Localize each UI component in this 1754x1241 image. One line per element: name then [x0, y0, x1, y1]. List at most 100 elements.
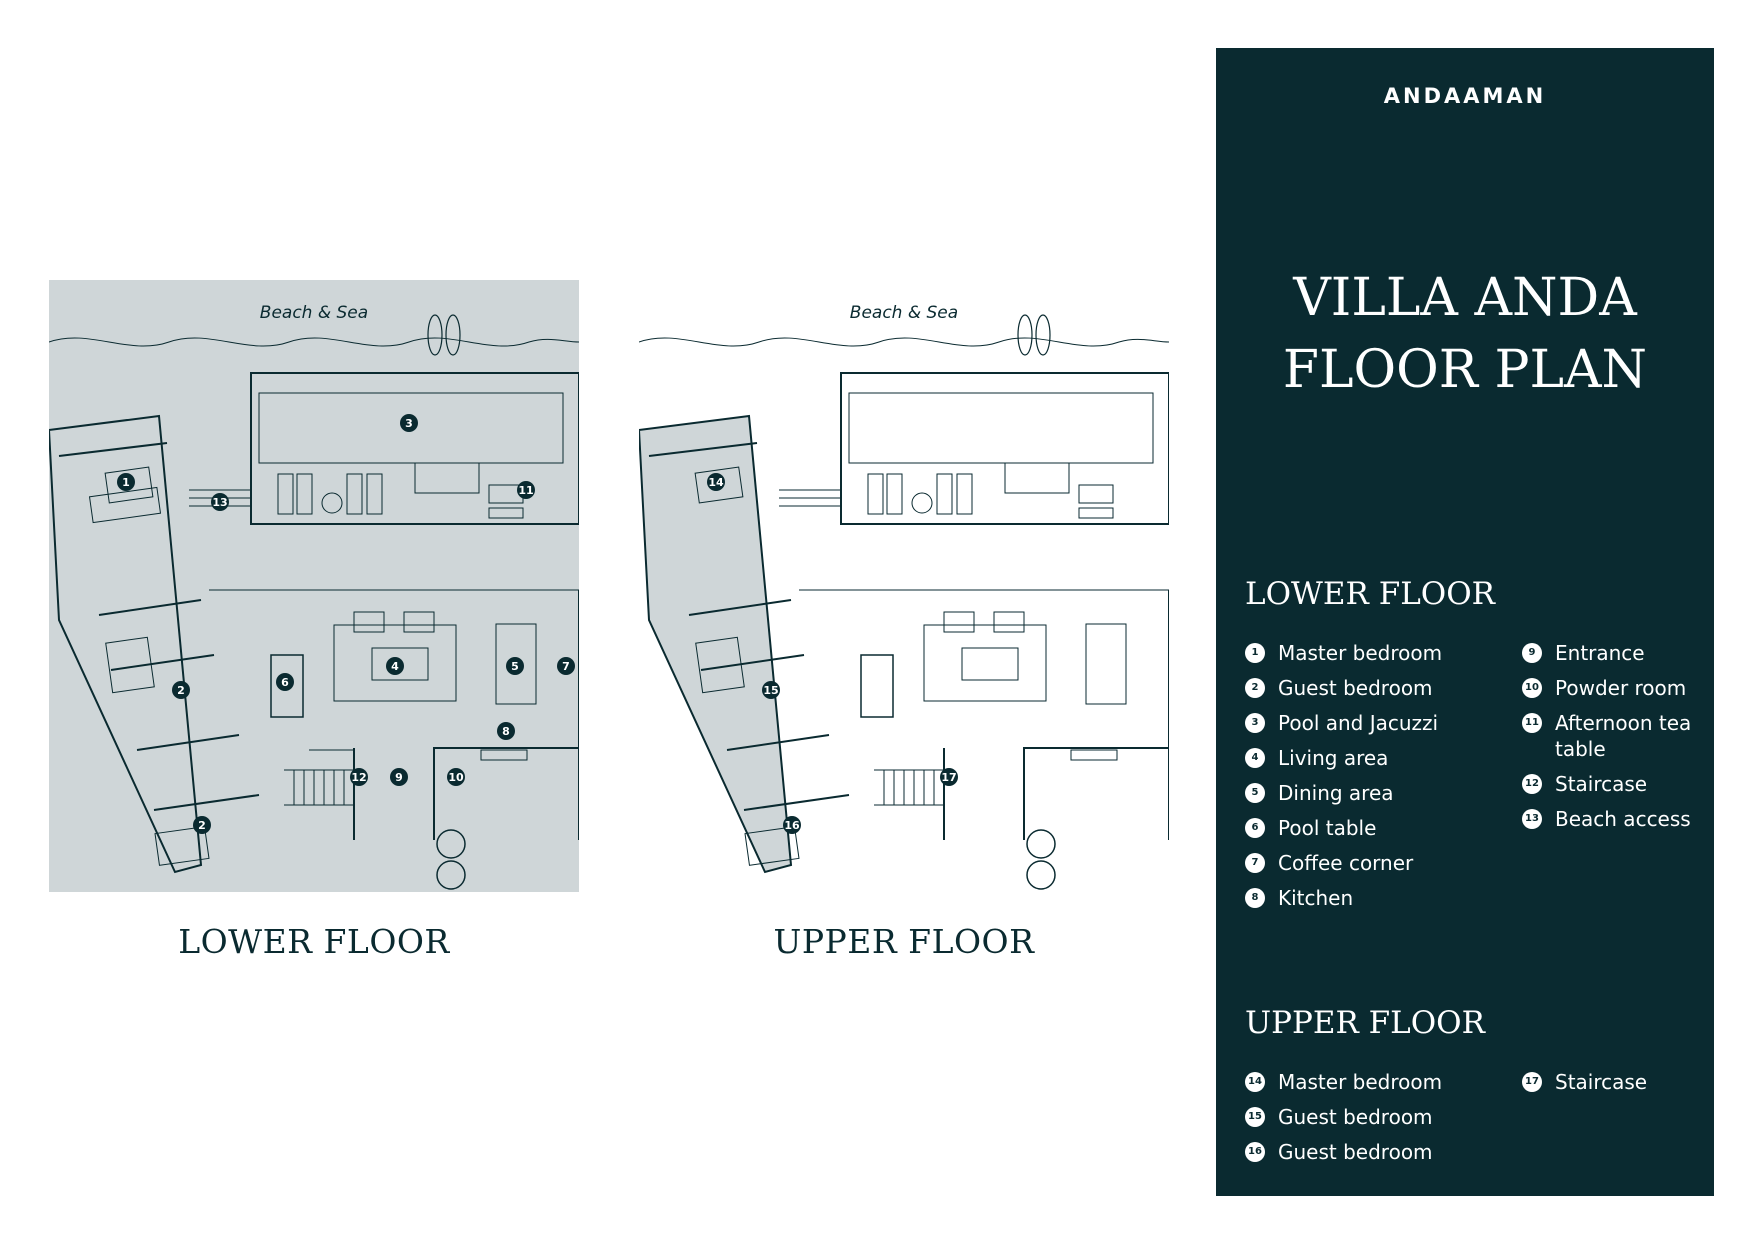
legend-item: 12 Staircase [1522, 771, 1707, 797]
marker-1: 1 [122, 476, 130, 489]
lower-entrance-stone [436, 829, 466, 859]
upper-floor-caption: UPPER FLOOR [773, 922, 1035, 961]
legend-item: 14 Master bedroom [1245, 1069, 1442, 1095]
lower-side-table [321, 492, 343, 514]
lower-kitchen-counter [480, 749, 528, 761]
upper-legend-heading: UPPER FLOOR [1245, 1005, 1485, 1041]
legend-item: 11 Afternoon tea table [1522, 710, 1707, 762]
legend-number-badge: 13 [1522, 809, 1542, 829]
upper-floor-plan-drawing: Beach & Sea [639, 303, 1169, 890]
marker-17: 17 [941, 771, 956, 784]
marker-6: 6 [281, 676, 289, 689]
lower-jacuzzi-steps [414, 462, 480, 494]
legend-item: 3 Pool and Jacuzzi [1245, 710, 1442, 736]
marker-14: 14 [708, 476, 724, 489]
lower-shoreline [49, 337, 579, 347]
legend-item: 15 Guest bedroom [1245, 1104, 1442, 1130]
lower-sunbed [296, 473, 313, 515]
marker-15: 15 [763, 684, 778, 697]
marker-2b: 2 [198, 819, 206, 832]
marker-13: 13 [212, 496, 227, 509]
upper-floor-plan: Beach & Sea [639, 280, 1169, 892]
marker-7: 7 [562, 660, 570, 673]
lower-tea-bench [488, 507, 524, 519]
legend-item: 9 Entrance [1522, 640, 1707, 666]
legend-number-badge: 5 [1245, 783, 1265, 803]
marker-5: 5 [511, 660, 519, 673]
lower-legend-heading: LOWER FLOOR [1245, 576, 1495, 612]
title-line-2: FLOOR PLAN [1282, 340, 1648, 400]
upper-legend-col-2: 17 Staircase [1522, 1069, 1647, 1104]
legend-number-badge: 2 [1245, 678, 1265, 698]
legend-number-badge: 8 [1245, 888, 1265, 908]
brand-logo: ANDAAMAN [1383, 84, 1547, 108]
legend-number-badge: 9 [1522, 643, 1542, 663]
lower-pool-table [270, 654, 304, 718]
upper-kayak-1 [1017, 314, 1033, 356]
upper-sea-label: Beach & Sea [850, 303, 958, 323]
legend-label: Powder room [1555, 676, 1687, 700]
marker-9: 9 [395, 771, 403, 784]
upper-stairs [874, 769, 944, 806]
legend-item: 17 Staircase [1522, 1069, 1647, 1095]
title-line-1: VILLA ANDA [1293, 268, 1637, 328]
legend-item: 2 Guest bedroom [1245, 675, 1442, 701]
legend-item: 13 Beach access [1522, 806, 1707, 832]
legend-label: Pool and Jacuzzi [1278, 711, 1439, 735]
legend-label: Staircase [1555, 1070, 1648, 1094]
lower-markers: 1 2 2 3 4 5 6 7 8 9 10 11 12 13 [117, 414, 575, 834]
legend-item: 6 Pool table [1245, 815, 1442, 841]
legend-number-badge: 12 [1522, 774, 1542, 794]
marker-4: 4 [391, 660, 399, 673]
marker-3: 3 [405, 417, 413, 430]
legend-number-badge: 6 [1245, 818, 1265, 838]
legend-label: Pool table [1278, 816, 1377, 840]
legend-label: Beach access [1555, 807, 1691, 831]
legend-number-badge: 7 [1245, 853, 1265, 873]
lower-kayak-2 [445, 314, 461, 356]
legend-label: Entrance [1555, 641, 1645, 665]
legend-number-badge: 15 [1245, 1107, 1265, 1127]
legend-number-badge: 17 [1522, 1072, 1542, 1092]
page-title: VILLA ANDA FLOOR PLAN [1216, 262, 1714, 406]
lower-sunbed [346, 473, 363, 515]
upper-shoreline [639, 337, 1169, 347]
legend-number-badge: 3 [1245, 713, 1265, 733]
legend-label: Master bedroom [1278, 1070, 1443, 1094]
lower-floor-caption: LOWER FLOOR [178, 922, 450, 961]
marker-2: 2 [177, 684, 185, 697]
legend-label: Guest bedroom [1278, 1105, 1433, 1129]
legend-label: Afternoon tea table [1555, 711, 1692, 761]
upper-pool-deck [840, 372, 1169, 525]
legend-label: Living area [1278, 746, 1389, 770]
legend-label: Staircase [1555, 772, 1648, 796]
lower-pool [258, 392, 564, 464]
lower-pool-deck [250, 372, 579, 525]
upper-markers: 14 15 16 17 [707, 473, 958, 834]
legend-number-badge: 1 [1245, 643, 1265, 663]
legend-label: Guest bedroom [1278, 676, 1433, 700]
lower-bedroom-wing [49, 414, 203, 874]
legend-label: Master bedroom [1278, 641, 1443, 665]
lower-coffee-table [371, 647, 429, 681]
marker-16: 16 [784, 819, 800, 832]
legend-label: Guest bedroom [1278, 1140, 1433, 1164]
legend-number-badge: 11 [1522, 713, 1542, 733]
lower-floor-plan: Beach & Sea [49, 280, 579, 892]
legend-item: 1 Master bedroom [1245, 640, 1442, 666]
lower-master-bed [104, 466, 154, 504]
lower-sea-label: Beach & Sea [260, 303, 368, 323]
lower-entrance-stone [436, 860, 466, 890]
legend-item: 7 Coffee corner [1245, 850, 1442, 876]
lower-guest-bed [105, 636, 155, 694]
info-sidebar: ANDAAMAN VILLA ANDA FLOOR PLAN LOWER FLO… [1216, 48, 1714, 1196]
marker-11: 11 [518, 484, 533, 497]
lower-dining-table [495, 623, 537, 705]
legend-number-badge: 14 [1245, 1072, 1265, 1092]
legend-label: Coffee corner [1278, 851, 1414, 875]
lower-floor-plan-drawing: Beach & Sea [49, 280, 579, 892]
